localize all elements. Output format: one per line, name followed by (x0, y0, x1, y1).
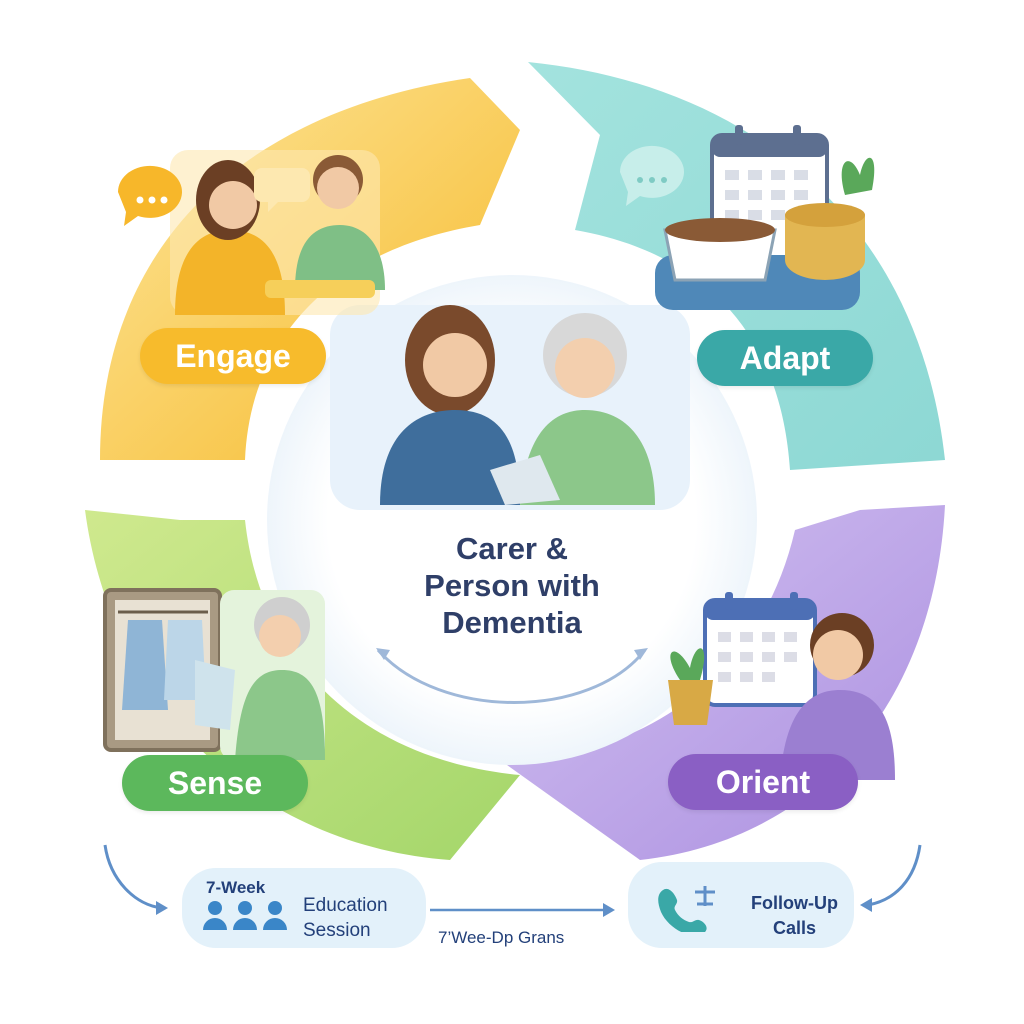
education-session-label: Education Session (303, 895, 388, 941)
follow-up-calls-label: Follow-Up Calls (751, 893, 838, 938)
plant-icon (841, 157, 875, 195)
arrow-head-icon (860, 898, 872, 912)
left-flow-arrow (103, 844, 163, 910)
people-group-icon (203, 901, 287, 930)
arrow-head-icon (603, 903, 615, 917)
sense-label: Sense (122, 755, 308, 811)
engage-scene-illustration (170, 150, 385, 315)
wardrobe-icon (103, 588, 222, 752)
education-session-box (182, 868, 426, 948)
sense-scene-illustration (195, 590, 325, 760)
speech-bubble-icon (117, 165, 310, 226)
cooking-pot-icon (655, 203, 865, 310)
right-flow-arrow (867, 844, 922, 907)
center-connector-arc (376, 649, 647, 704)
connector-label: 7’Wee-Dp Grans (438, 928, 565, 947)
plant-icon (668, 648, 713, 725)
orient-label: Orient (668, 754, 858, 810)
arrow-right-icon (634, 648, 648, 660)
arrow-head-icon (156, 901, 168, 915)
carer-and-person-illustration (330, 305, 690, 510)
center-title: Carer & Person with Dementia (424, 531, 600, 640)
adapt-label: Adapt (697, 330, 873, 386)
phone-icon (658, 886, 715, 932)
week-label: 7-Week (206, 878, 266, 897)
speech-bubble-icon (619, 145, 684, 206)
engage-label: Engage (140, 328, 326, 384)
arrow-left-icon (376, 648, 390, 660)
calendar-icon (703, 592, 817, 707)
